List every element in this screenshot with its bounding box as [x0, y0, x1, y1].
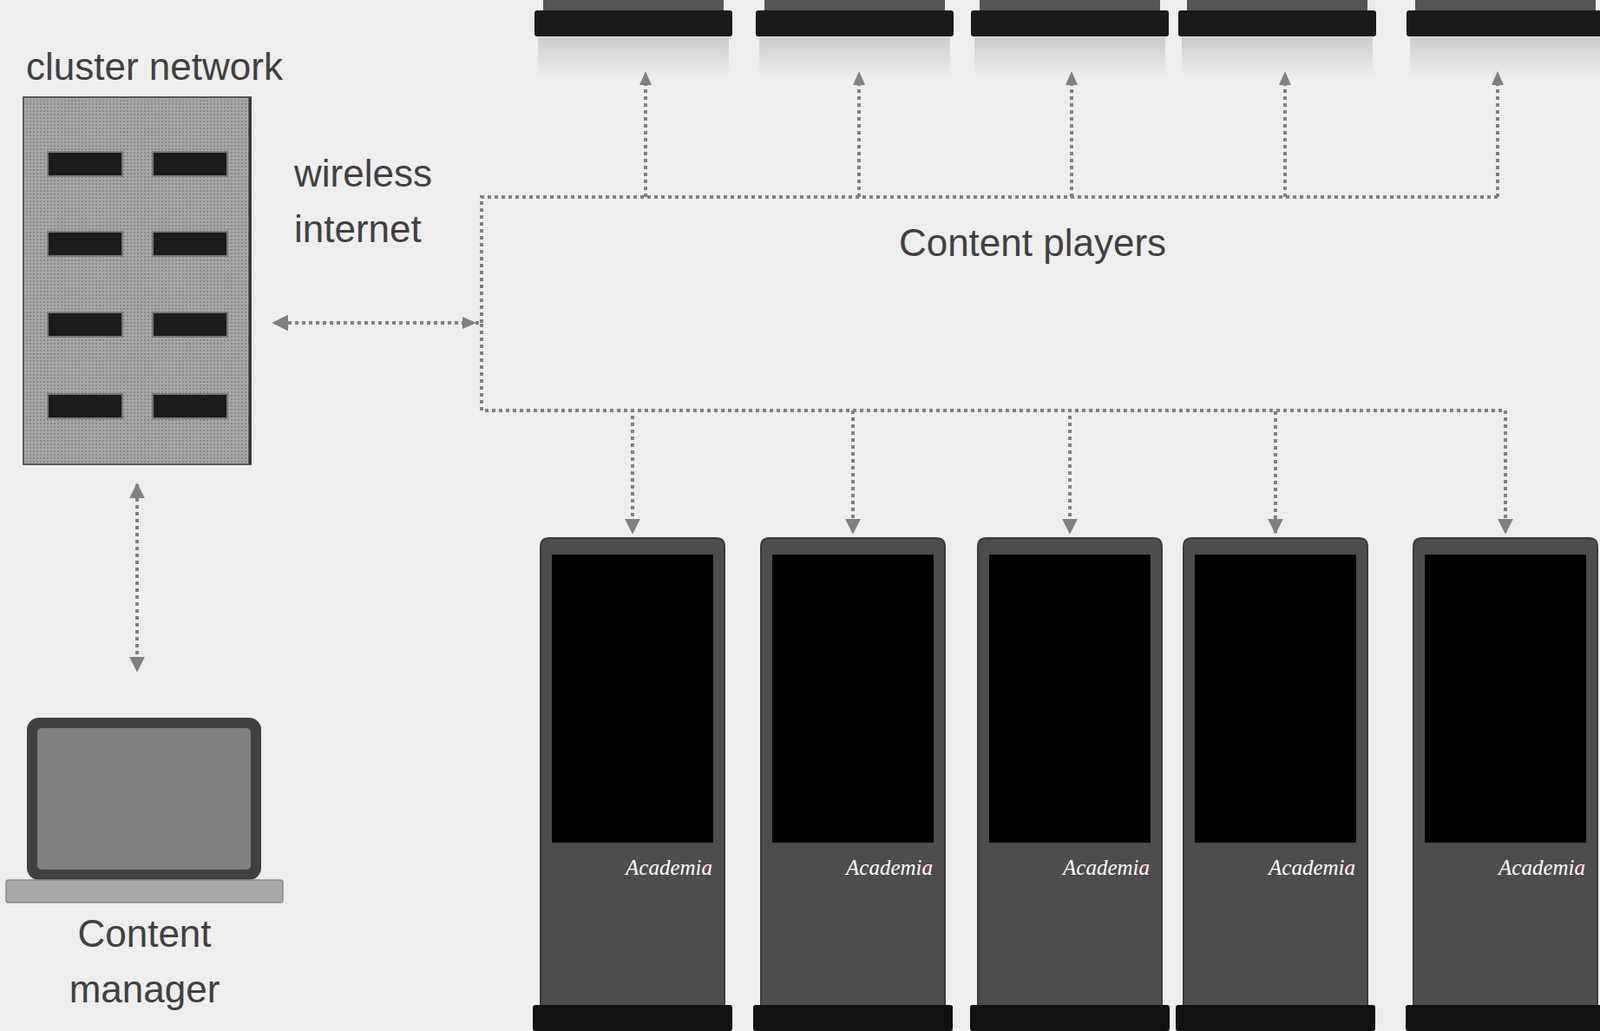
kiosk-node: Academia	[1413, 537, 1598, 1031]
dotted-connector	[274, 322, 1276, 533]
brand-logo: Academia	[1268, 855, 1356, 880]
bus-arrowheads	[462, 71, 1504, 329]
top-content-players	[534, 0, 1600, 78]
brand-logo: Academia	[625, 855, 713, 880]
dotted-connector	[135, 484, 139, 671]
kiosk-node: Academia	[1183, 537, 1368, 1031]
brand-logo: Academia	[1498, 855, 1586, 880]
network-label: wireless internet	[294, 145, 477, 257]
laptop-shape	[6, 717, 283, 903]
server-shape	[22, 96, 252, 466]
laptop-node: Content manager	[6, 717, 283, 903]
group-label: Content players	[876, 215, 1189, 271]
server-node: cluster network	[22, 96, 252, 466]
wireless-bus	[481, 83, 1498, 323]
kiosk-shape	[540, 537, 725, 1031]
dotted-connector	[274, 322, 853, 533]
kiosk-node: Academia	[977, 537, 1162, 1031]
kiosk-shape	[1413, 537, 1598, 1031]
kiosk-shape	[977, 537, 1162, 1031]
server-heading: cluster network	[26, 44, 283, 90]
dotted-connector	[274, 322, 633, 533]
laptop-caption: Content manager	[23, 905, 267, 1017]
kiosk-shape	[760, 537, 945, 1031]
dotted-connector	[274, 322, 1506, 533]
kiosk-node: Academia	[760, 537, 945, 1031]
brand-logo: Academia	[845, 855, 933, 880]
kiosk-shape	[1183, 537, 1368, 1031]
dotted-connector	[274, 322, 1070, 533]
brand-logo: Academia	[1062, 855, 1150, 880]
kiosk-node: Academia	[540, 537, 725, 1031]
